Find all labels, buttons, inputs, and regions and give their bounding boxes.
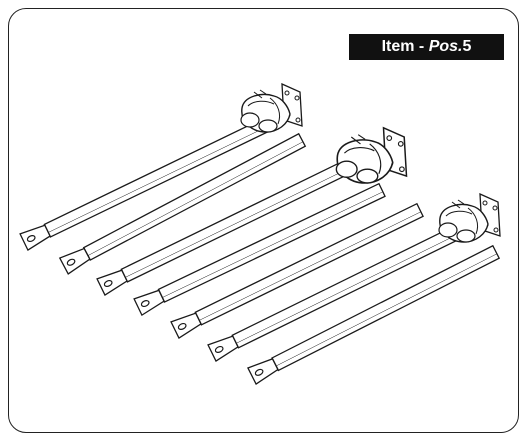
flange-bolt bbox=[397, 141, 404, 147]
bar-lug-hole bbox=[66, 258, 76, 266]
connector-socket bbox=[335, 160, 358, 178]
busbar-4 bbox=[133, 182, 386, 317]
label-separator: - bbox=[414, 38, 429, 55]
connector-detail bbox=[451, 199, 465, 209]
connector-socket bbox=[240, 112, 260, 128]
t-connector-seam bbox=[247, 100, 275, 107]
connector-socket bbox=[456, 229, 476, 243]
t-connector-seam bbox=[369, 143, 382, 175]
connector-socket bbox=[356, 168, 379, 184]
flange-bolt bbox=[294, 95, 300, 101]
connector-socket bbox=[258, 119, 278, 133]
connector-assembly-2 bbox=[335, 126, 408, 184]
bar-lug-hole bbox=[177, 322, 187, 331]
t-connector-seam bbox=[343, 147, 375, 154]
pos-number: 5 bbox=[462, 38, 472, 55]
busbar-highlight bbox=[87, 141, 304, 256]
flange-bolt bbox=[493, 227, 499, 233]
busbar-highlight bbox=[125, 169, 346, 278]
bar-lug-hole bbox=[254, 368, 264, 376]
connector-detail bbox=[350, 134, 366, 145]
busbar-group bbox=[19, 114, 501, 385]
t-connector-seam bbox=[445, 210, 473, 217]
bar-lug-hole bbox=[26, 234, 36, 243]
item-position-label: Item - Pos.5 bbox=[349, 34, 504, 60]
connector-group bbox=[240, 82, 501, 243]
busbar-highlight bbox=[236, 233, 459, 344]
busbar-5 bbox=[170, 202, 424, 340]
pos-text: Pos. bbox=[428, 38, 463, 55]
flange-bolt bbox=[284, 90, 290, 96]
connector-assembly-3 bbox=[438, 192, 501, 243]
item-text: Item bbox=[381, 38, 415, 55]
t-connector-seam bbox=[467, 207, 479, 235]
bar-lug-hole bbox=[140, 300, 150, 308]
busbar-7 bbox=[247, 244, 501, 385]
connector-socket bbox=[438, 222, 458, 238]
flange-bolt bbox=[295, 117, 301, 123]
bar-lug-hole bbox=[214, 345, 224, 353]
busbar-highlight bbox=[275, 253, 498, 367]
busbar-highlight bbox=[199, 211, 421, 321]
flange-bolt bbox=[386, 135, 393, 142]
t-connector-seam bbox=[269, 97, 281, 125]
flange-bolt bbox=[482, 200, 488, 206]
connector-assembly-1 bbox=[240, 82, 303, 133]
flange-bolt bbox=[399, 166, 405, 173]
busbar-highlight bbox=[48, 123, 273, 233]
connector-detail bbox=[253, 89, 267, 99]
bar-lug-hole bbox=[103, 279, 113, 288]
busbar-highlight bbox=[162, 191, 383, 298]
busbar-2 bbox=[58, 132, 307, 275]
flange-bolt bbox=[492, 205, 498, 211]
